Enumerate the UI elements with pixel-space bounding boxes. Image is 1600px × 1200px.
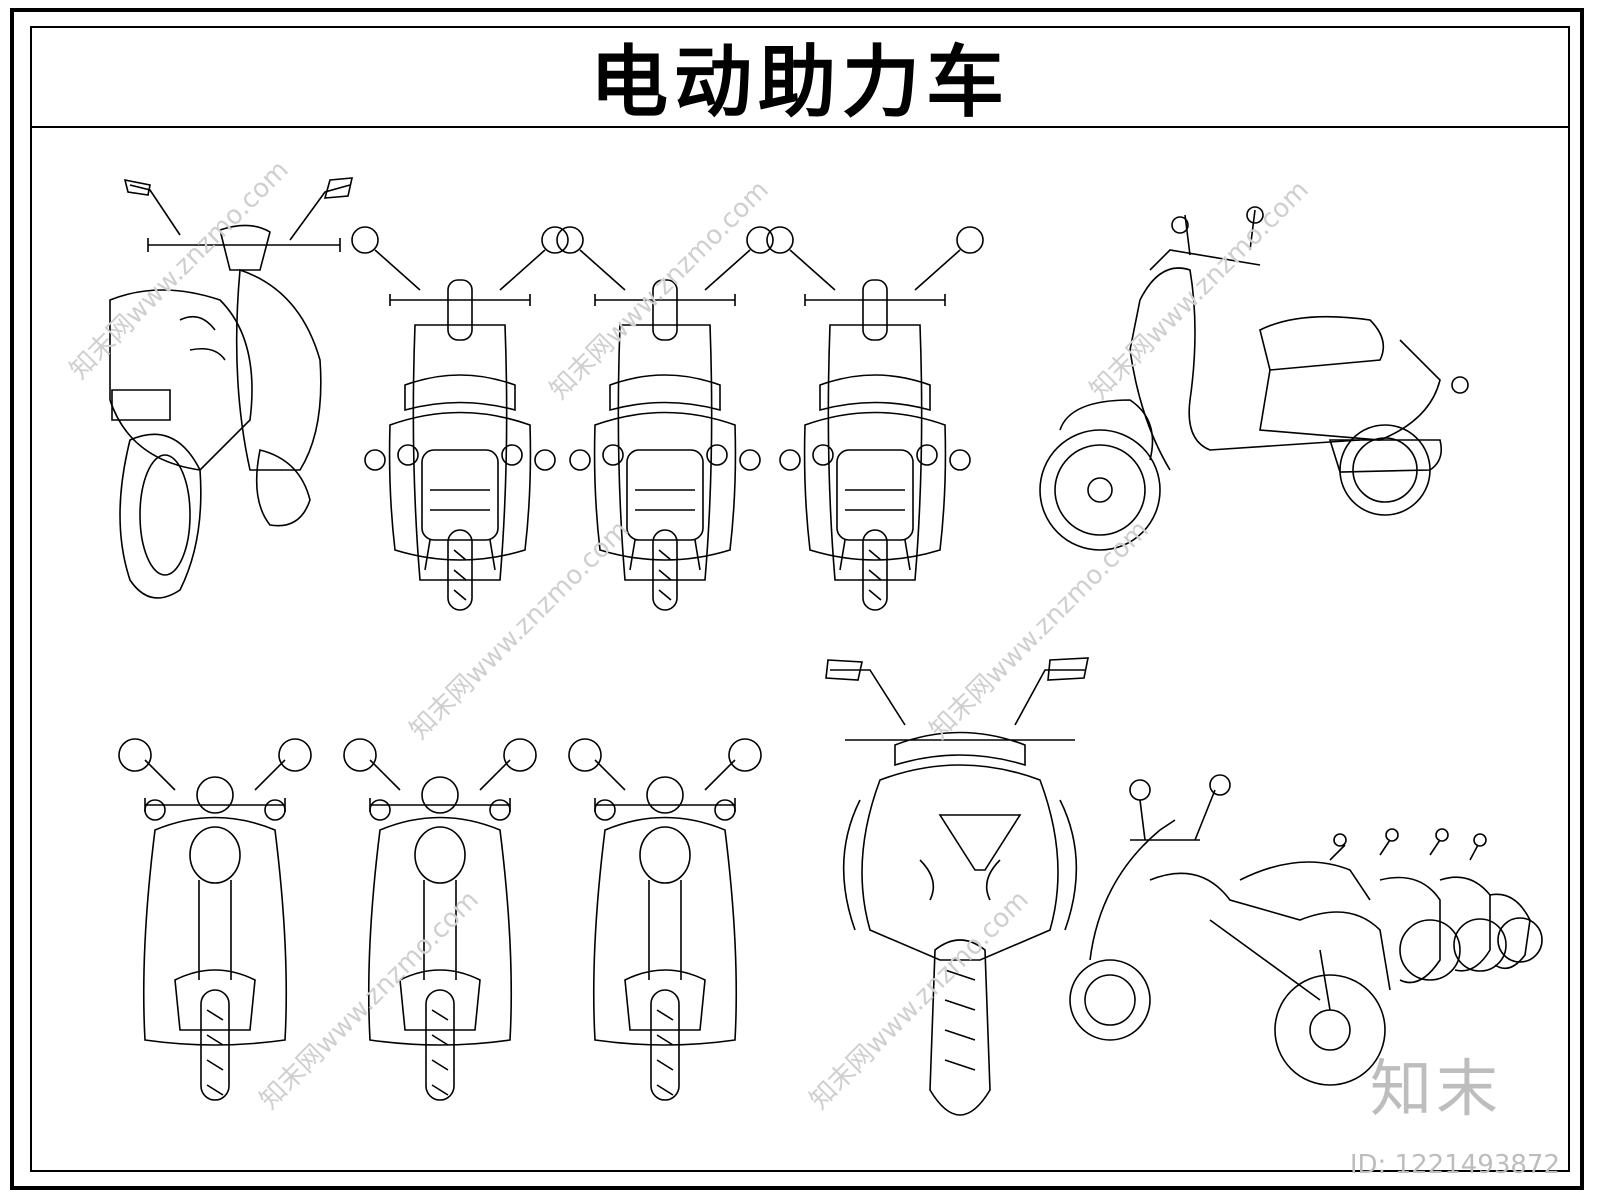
side-view-vespa-icon [1039, 206, 1469, 551]
title-bar: 电动助力车 [30, 26, 1570, 128]
front-view-scooter-icon [118, 738, 312, 1101]
rear-view-scooter-icon [766, 226, 984, 611]
drawing-border [30, 26, 1570, 1172]
rear-three-quarter-scooter-icon [109, 177, 354, 599]
front-view-sport-scooter-icon [825, 657, 1089, 1116]
scooter-row-icon [1069, 774, 1543, 1086]
drawing-frame [10, 8, 1584, 1190]
page-title: 电动助力车 [589, 37, 1010, 128]
rear-view-scooter-icon [351, 226, 569, 611]
image-id-label: ID: 1221493872 [1349, 1150, 1560, 1180]
front-view-scooter-icon [568, 738, 762, 1101]
brand-mark: 知末 [1369, 1052, 1502, 1125]
